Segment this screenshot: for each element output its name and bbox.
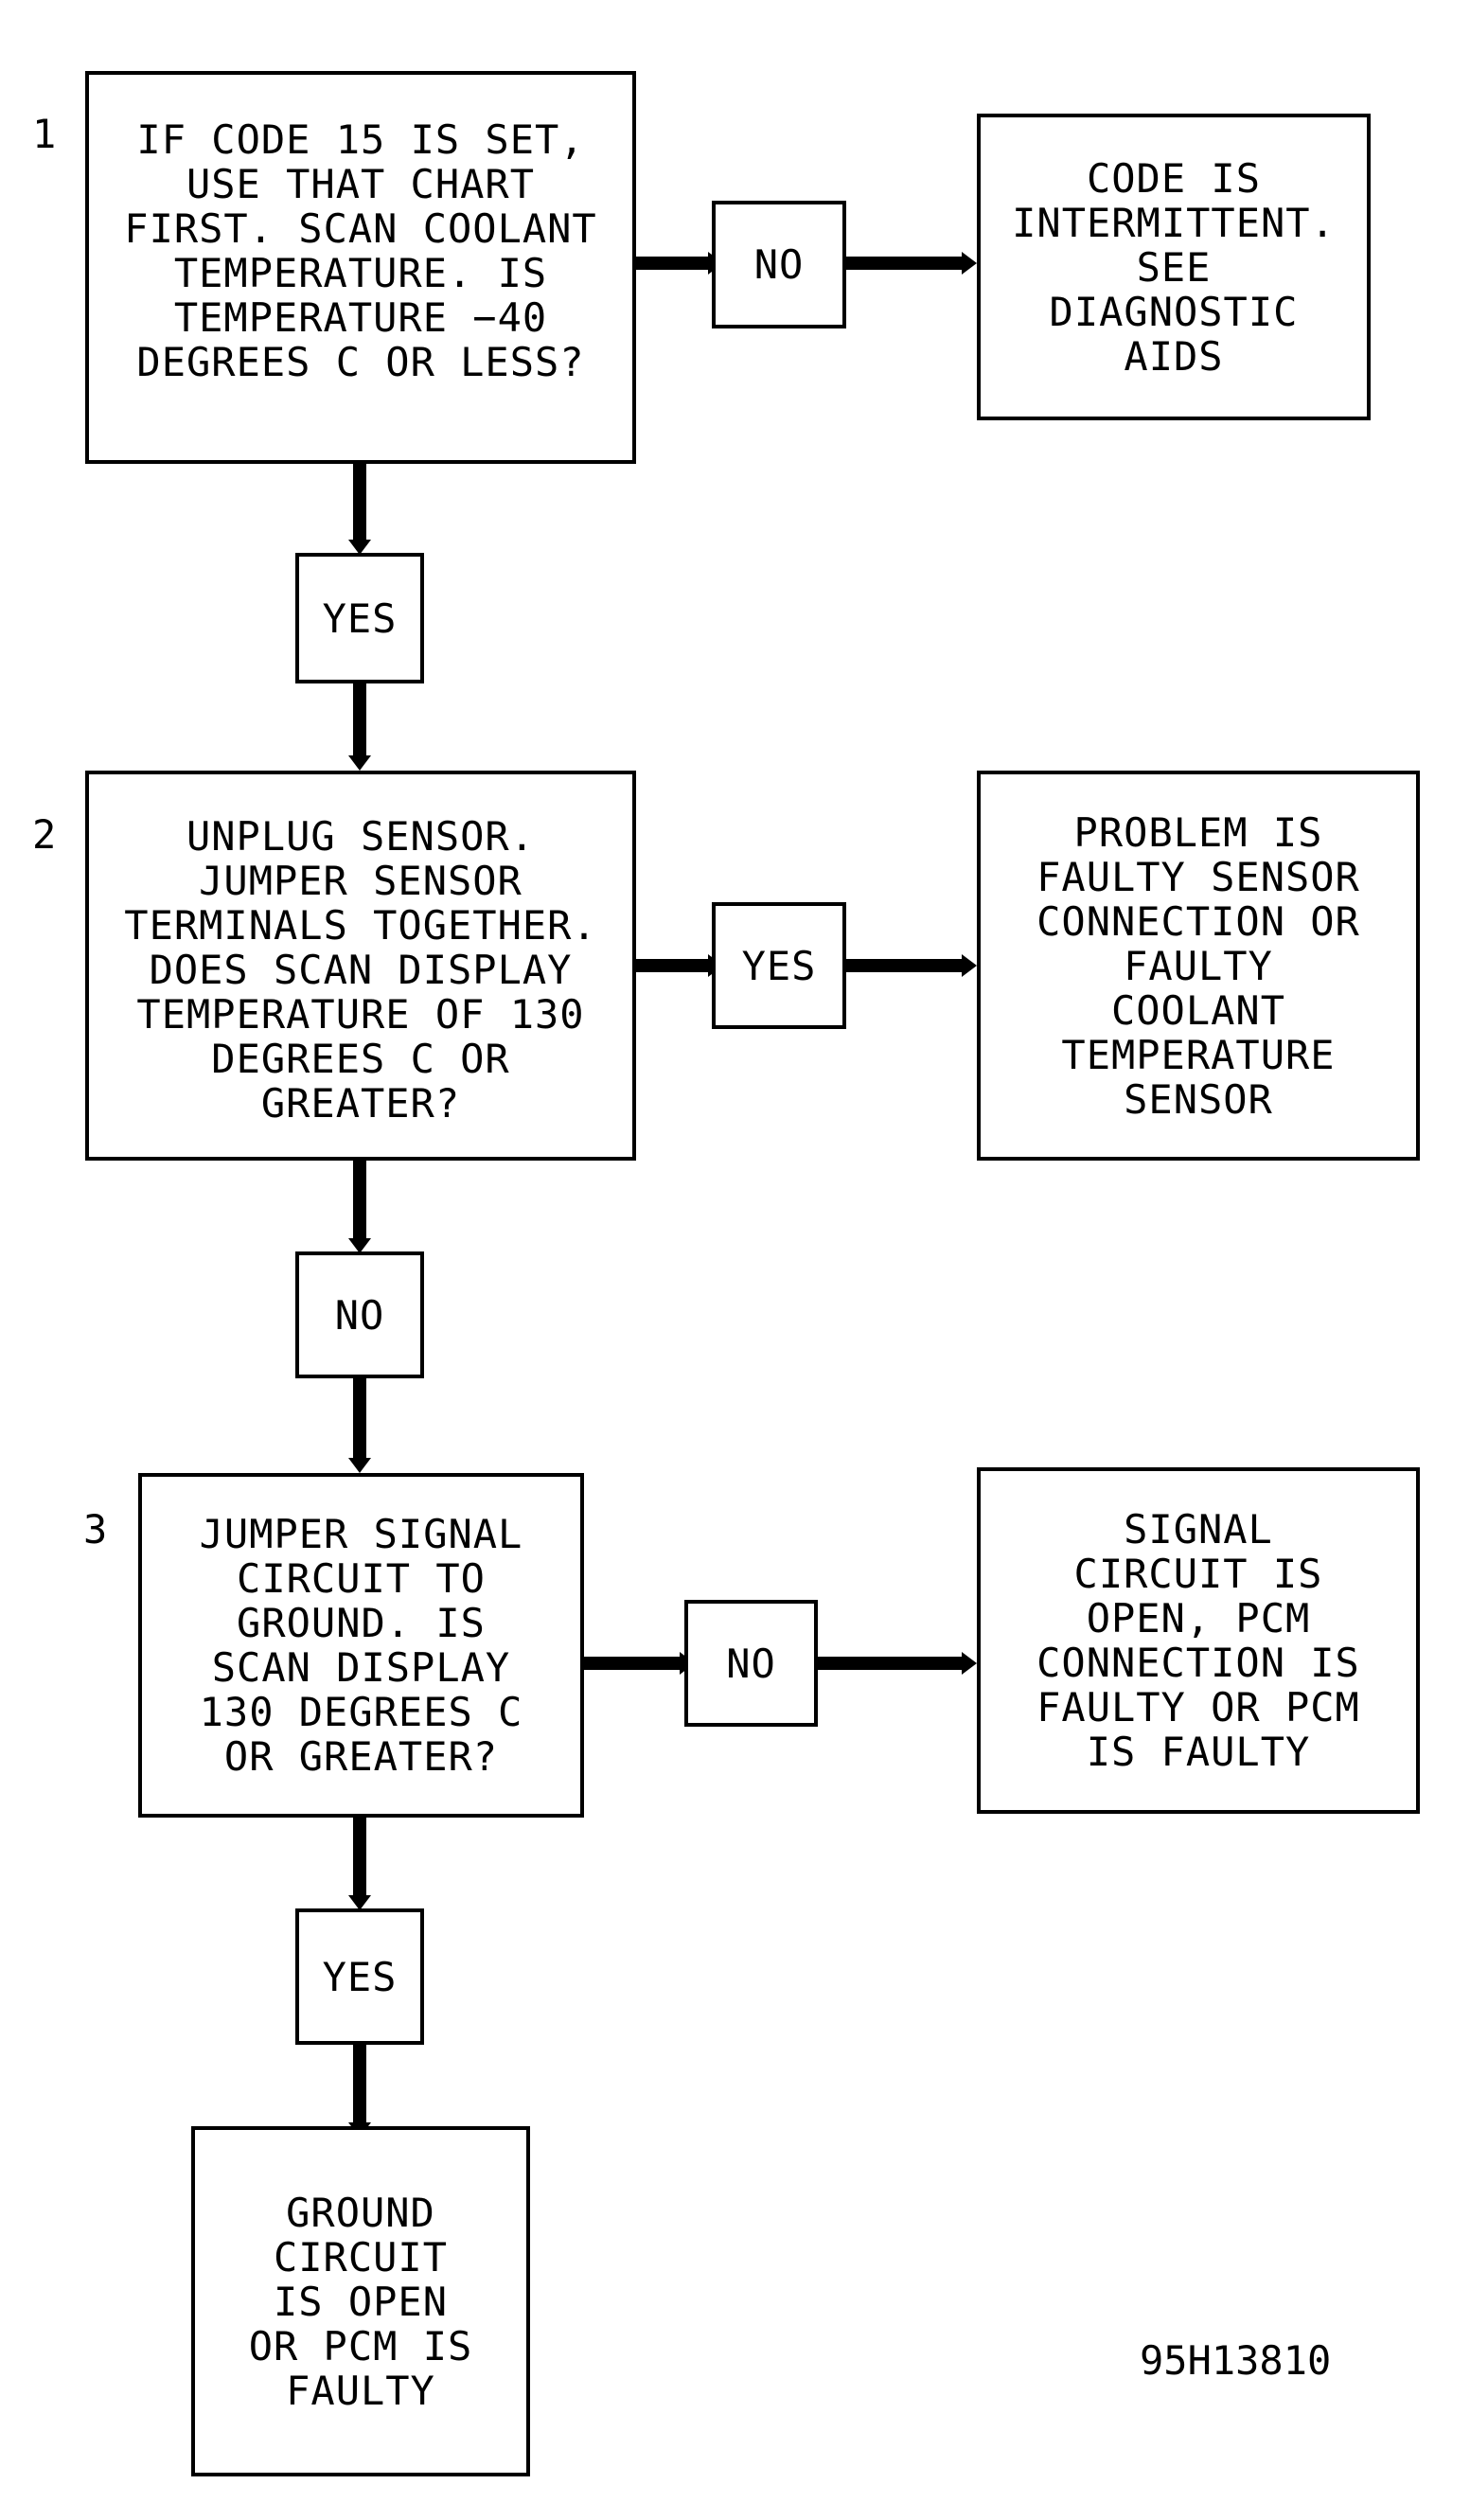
arrowhead-1-down-a [348,540,371,555]
figure-id: 95H13810 [1140,2337,1332,2384]
arrowhead-2-down-b [348,1458,371,1473]
connector-1-right-a [634,257,712,270]
connector-2-down-b [353,1378,366,1462]
arrowhead-3-right-b [962,1652,977,1675]
step-1-yes-label-box: YES [295,553,424,683]
connector-2-right-a [634,959,712,972]
step-1-yes-label: YES [322,595,398,642]
connector-2-down-a [353,1161,366,1242]
step-1-question-box: IF CODE 15 IS SET, USE THAT CHART FIRST.… [85,71,636,464]
step-3-no-label: NO [726,1640,776,1687]
step-2-question-text: UNPLUG SENSOR. JUMPER SENSOR TERMINALS T… [124,813,597,1127]
step-number-3: 3 [83,1506,108,1553]
step-1-result-text: CODE IS INTERMITTENT. SEE DIAGNOSTIC AID… [1012,154,1336,380]
step-1-no-label: NO [753,241,805,288]
connector-1-right-b [846,257,965,270]
connector-3-down-b [353,2045,366,2126]
step-1-question-text: IF CODE 15 IS SET, USE THAT CHART FIRST.… [124,116,597,385]
step-1-result-box: CODE IS INTERMITTENT. SEE DIAGNOSTIC AID… [977,114,1371,420]
step-2-question-box: UNPLUG SENSOR. JUMPER SENSOR TERMINALS T… [85,771,636,1161]
step-number-2: 2 [32,811,57,858]
step-2-yes-label-box: YES [712,902,846,1029]
arrowhead-2-right-b [962,954,977,977]
step-2-result-box: PROBLEM IS FAULTY SENSOR CONNECTION OR F… [977,771,1420,1161]
step-3-no-label-box: NO [684,1600,818,1727]
step-3-yes-label-box: YES [295,1908,424,2045]
step-3-question-text: JUMPER SIGNAL CIRCUIT TO GROUND. IS SCAN… [199,1511,523,1780]
step-2-yes-label: YES [741,942,817,989]
connector-3-right-b [818,1657,965,1670]
step-3-result-text: SIGNAL CIRCUIT IS OPEN, PCM CONNECTION I… [1036,1506,1360,1775]
arrowhead-1-right-b [962,252,977,275]
step-2-result-text: PROBLEM IS FAULTY SENSOR CONNECTION OR F… [1036,808,1360,1123]
connector-1-down-b [353,683,366,759]
step-3-question-box: JUMPER SIGNAL CIRCUIT TO GROUND. IS SCAN… [138,1473,584,1818]
arrowhead-2-down-a [348,1238,371,1253]
arrowhead-3-down-a [348,1895,371,1910]
arrowhead-1-down-b [348,755,371,771]
connector-3-right-a [584,1657,684,1670]
final-result-text: GROUND CIRCUIT IS OPEN OR PCM IS FAULTY [248,2189,473,2414]
step-2-no-label: NO [334,1291,385,1339]
connector-2-right-b [846,959,965,972]
step-number-1: 1 [32,111,57,157]
step-3-yes-label: YES [322,1953,398,2000]
final-result-box: GROUND CIRCUIT IS OPEN OR PCM IS FAULTY [191,2126,530,2476]
step-1-no-label-box: NO [712,201,846,328]
step-3-result-box: SIGNAL CIRCUIT IS OPEN, PCM CONNECTION I… [977,1467,1420,1814]
connector-1-down-a [353,464,366,543]
connector-3-down-a [353,1818,366,1899]
step-2-no-label-box: NO [295,1251,424,1378]
